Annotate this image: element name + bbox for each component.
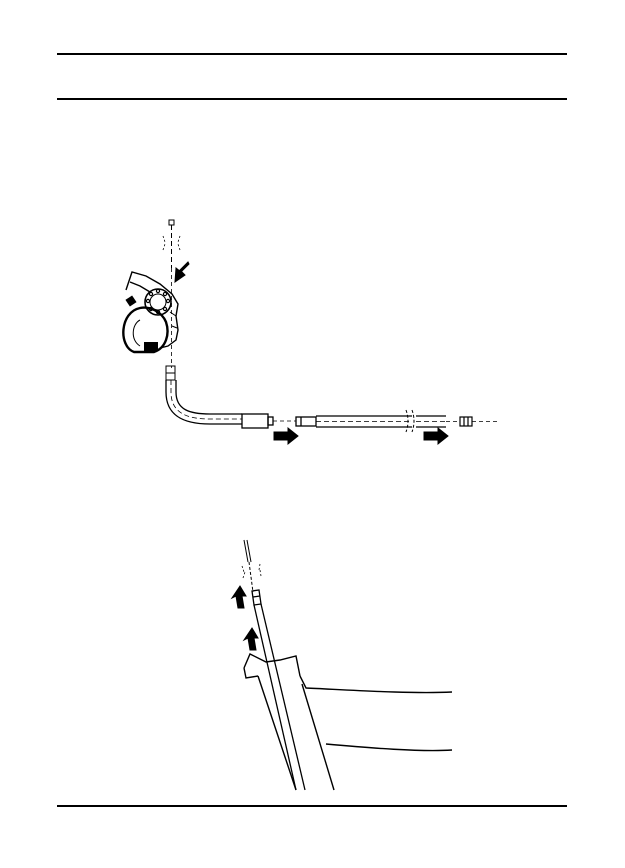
ferrule-frame — [252, 590, 261, 605]
arrow-up-icon — [232, 586, 246, 608]
bike-frame-tube — [244, 654, 452, 790]
end-cap — [446, 417, 498, 426]
outer-housing — [166, 380, 242, 424]
inner-cable-frame — [242, 540, 261, 592]
arrow-up-icon — [244, 628, 258, 650]
arrow-into-shifter-icon — [175, 262, 189, 282]
shifter-body — [123, 272, 178, 352]
housing-stop — [242, 414, 273, 428]
ferrule-shifter-end — [166, 366, 175, 380]
arrow-right-icon — [424, 428, 448, 444]
outer-housing-second — [296, 410, 446, 432]
housing-frame — [254, 604, 305, 790]
figure-frame-cable-entry — [232, 540, 452, 790]
arrow-right-icon — [274, 428, 298, 444]
figure-shifter-cable-routing — [123, 220, 498, 444]
